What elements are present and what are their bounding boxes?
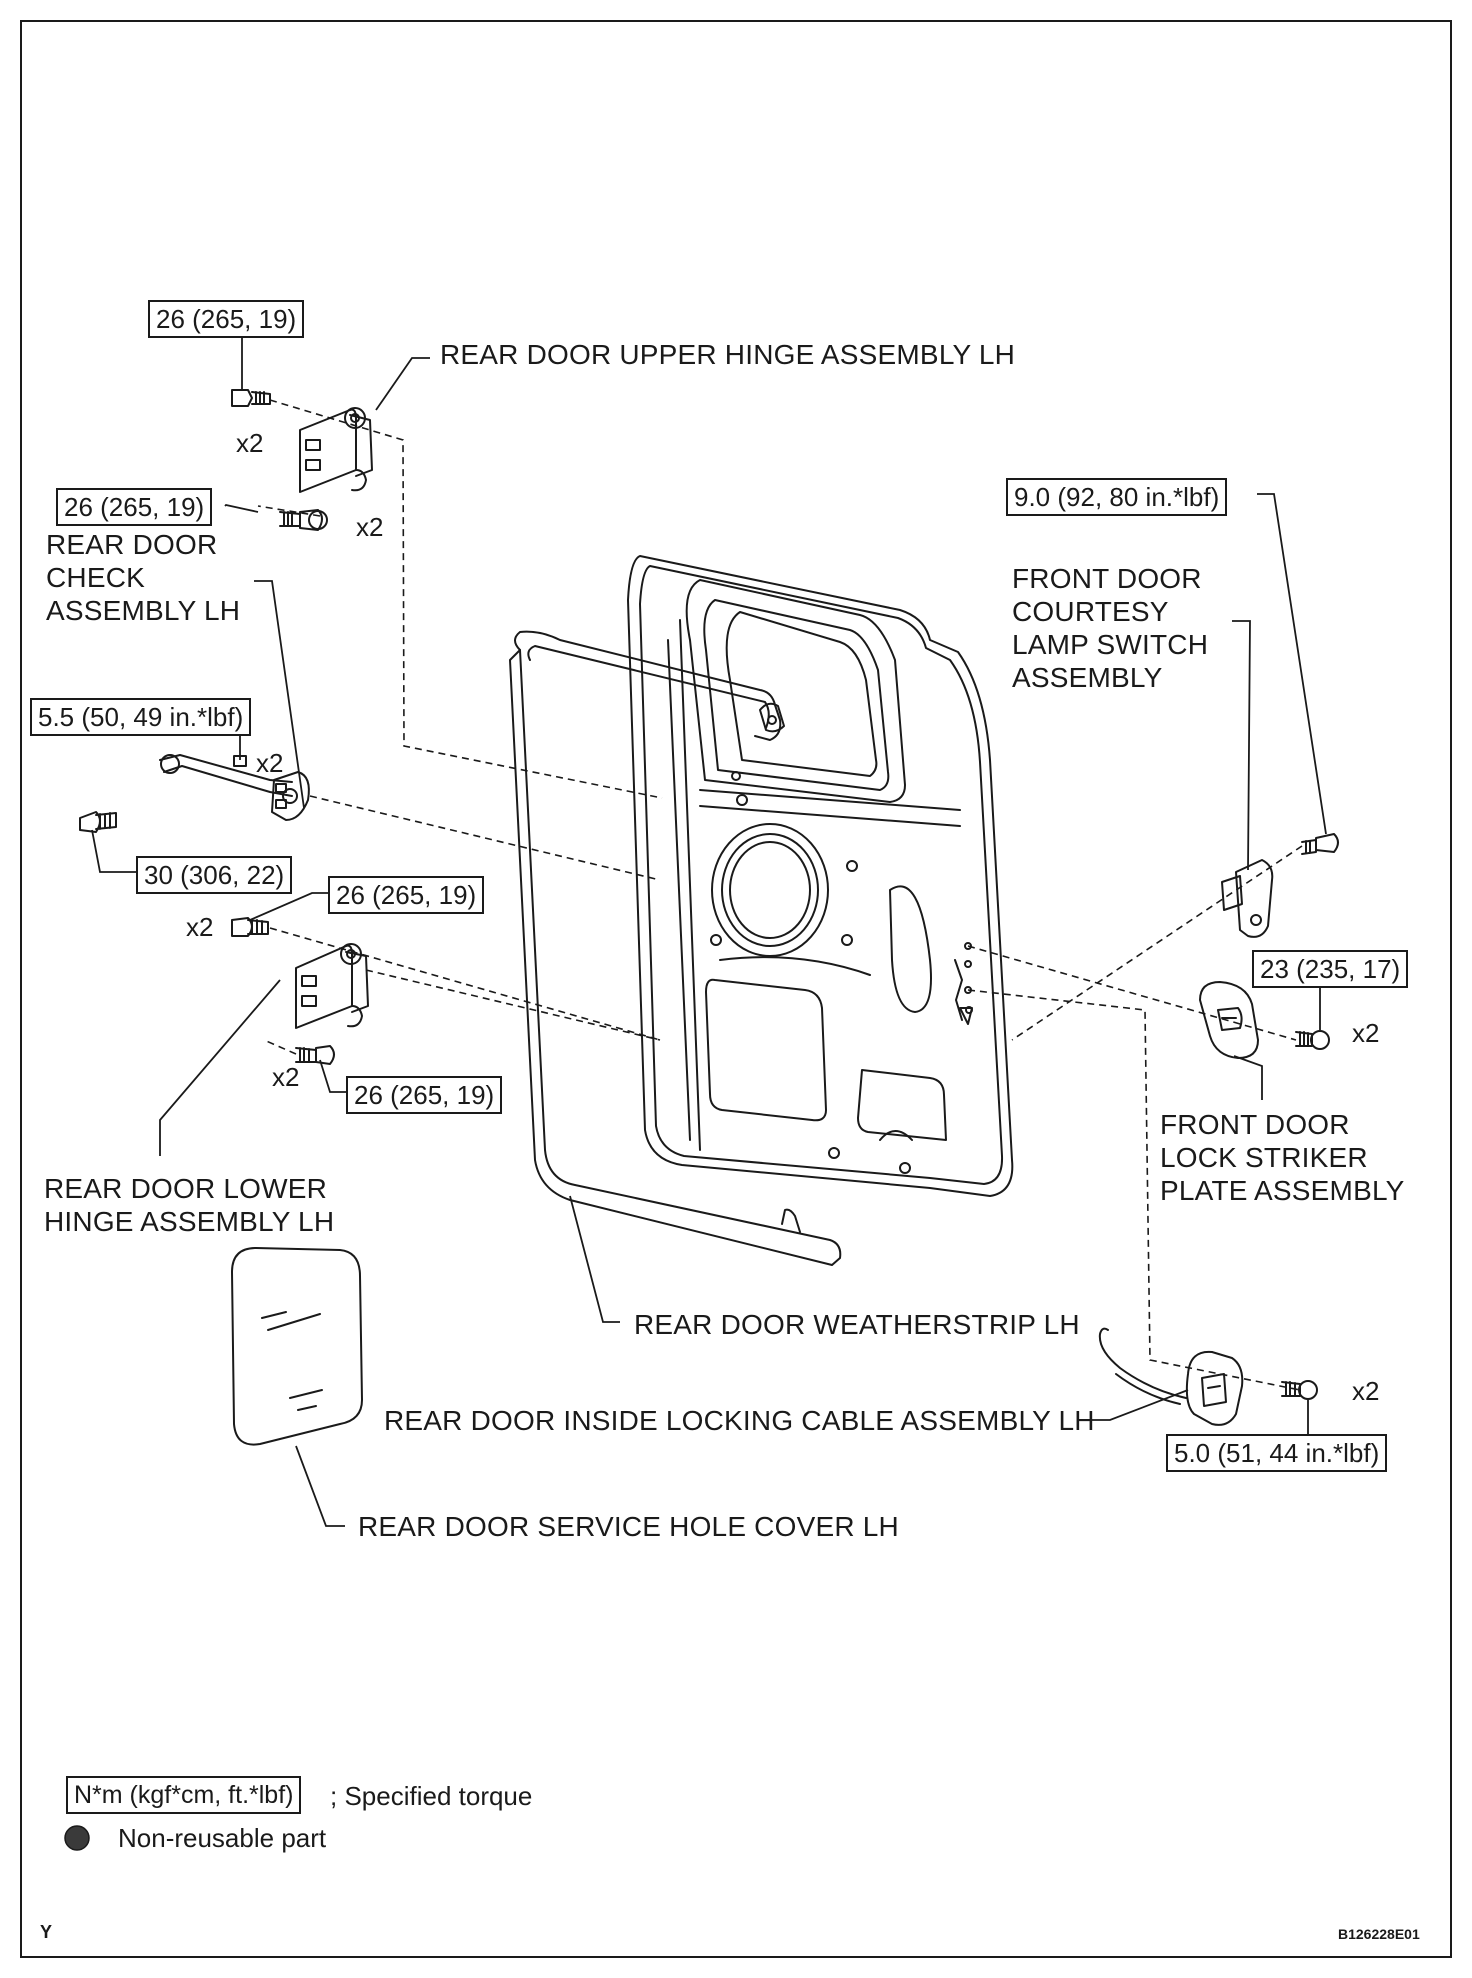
- torque-upper-hinge-body: 26 (265, 19): [56, 488, 213, 526]
- torque-upper-hinge-bolt: 26 (265, 19): [148, 300, 305, 338]
- rear-door-panel: [627, 555, 1014, 1197]
- weatherstrip-drawing: [509, 630, 842, 1266]
- legend-torque-unit: N*m (kgf*cm, ft.*lbf): [66, 1776, 302, 1814]
- torque-lower-hinge-body: 26 (265, 19): [346, 1076, 503, 1114]
- legend-nonreusable-text: Non-reusable part: [118, 1823, 327, 1853]
- torque-striker: 23 (235, 17): [1252, 950, 1409, 988]
- footer-figure-id: B126228E01: [1338, 1926, 1420, 1942]
- qty-check-nut: x2: [256, 748, 284, 778]
- upper-hinge-drawing: [231, 389, 373, 531]
- label-weatherstrip: REAR DOOR WEATHERSTRIP LH: [634, 1309, 1080, 1340]
- label-service-cover: REAR DOOR SERVICE HOLE COVER LH: [358, 1511, 899, 1542]
- qty-upper-hinge-body: x2: [356, 512, 384, 542]
- striker-drawing: [1199, 981, 1330, 1059]
- label-courtesy-switch: FRONT DOOR COURTESY LAMP SWITCH ASSEMBLY: [1012, 563, 1209, 693]
- torque-check-nut: 5.5 (50, 49 in.*lbf): [30, 698, 252, 736]
- qty-lower-hinge-bolt: x2: [186, 912, 214, 942]
- label-upper-hinge: REAR DOOR UPPER HINGE ASSEMBLY LH: [440, 339, 1016, 370]
- torque-courtesy-switch: 9.0 (92, 80 in.*lbf): [1006, 478, 1228, 516]
- qty-striker: x2: [1352, 1018, 1380, 1048]
- label-lower-hinge: REAR DOOR LOWER HINGE ASSEMBLY LH: [44, 1173, 335, 1237]
- legend-torque-text: ; Specified torque: [330, 1781, 533, 1811]
- qty-lock: x2: [1352, 1376, 1380, 1406]
- courtesy-switch-drawing: [1221, 833, 1339, 938]
- label-door-check: REAR DOOR CHECK ASSEMBLY LH: [46, 529, 241, 626]
- label-locking-cable: REAR DOOR INSIDE LOCKING CABLE ASSEMBLY …: [384, 1405, 1095, 1436]
- label-striker: FRONT DOOR LOCK STRIKER PLATE ASSEMBLY: [1160, 1109, 1405, 1206]
- lower-hinge-drawing: [231, 917, 369, 1065]
- torque-check-bolt: 30 (306, 22): [136, 856, 293, 894]
- door-lock-drawing: [1098, 1327, 1318, 1426]
- diagram-frame: [20, 20, 1452, 1958]
- footer-left-mark: Y: [40, 1922, 53, 1942]
- torque-lock: 5.0 (51, 44 in.*lbf): [1166, 1434, 1388, 1472]
- qty-upper-hinge-bolt: x2: [236, 428, 264, 458]
- non-reusable-marker: [64, 1825, 90, 1851]
- door-check-drawing: [79, 754, 310, 833]
- qty-lower-hinge-body: x2: [272, 1062, 300, 1092]
- service-hole-cover-drawing: [231, 1247, 363, 1446]
- torque-lower-hinge-bolt: 26 (265, 19): [328, 876, 485, 914]
